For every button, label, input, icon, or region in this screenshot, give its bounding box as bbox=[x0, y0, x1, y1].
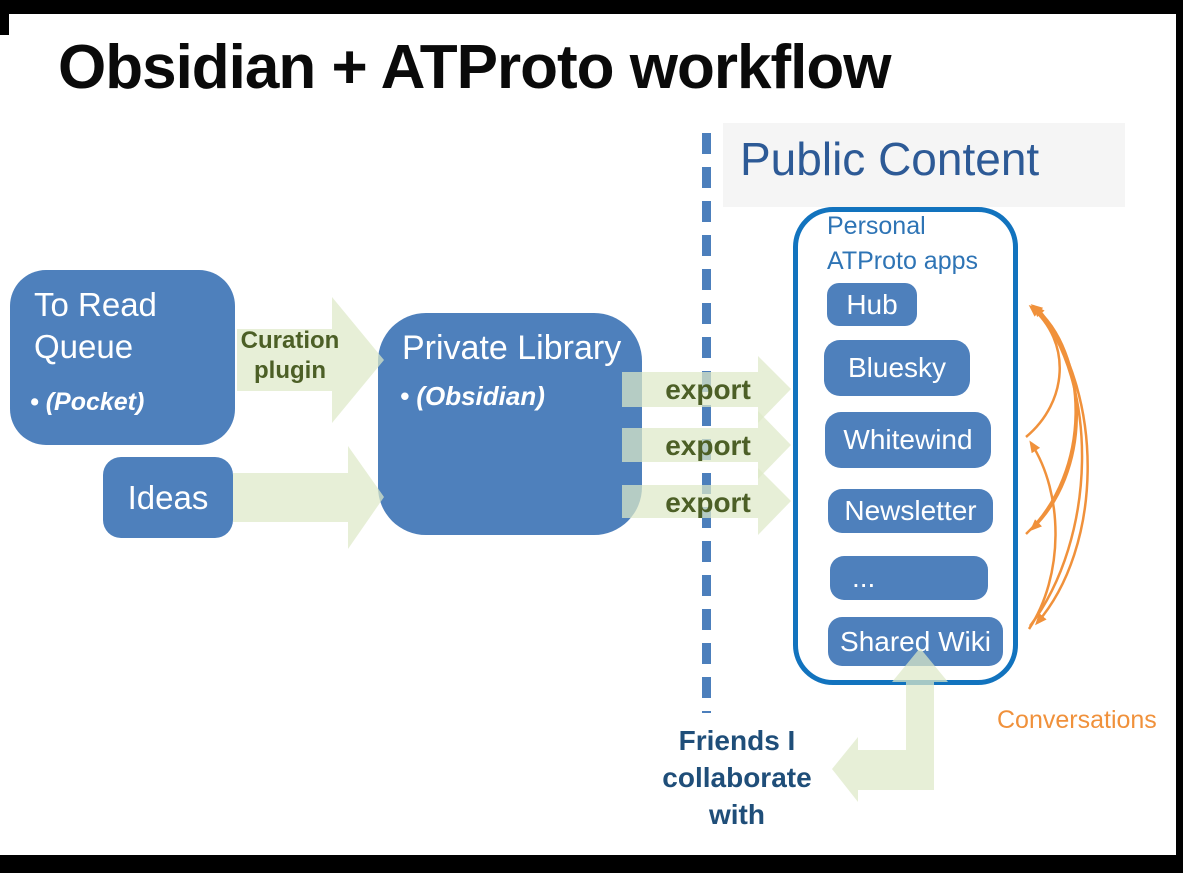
conversation-curve-2 bbox=[1025, 304, 1077, 535]
ideas-box: Ideas bbox=[103, 457, 233, 538]
to-read-queue-box: To Read Queue • (Pocket) bbox=[10, 270, 235, 445]
app-newsletter: Newsletter bbox=[828, 489, 993, 533]
conversation-curve-4 bbox=[1029, 304, 1084, 627]
export-label-2: export bbox=[665, 430, 751, 461]
container-label-line2: ATProto apps bbox=[827, 247, 979, 275]
frame-border-bottom bbox=[0, 855, 1183, 873]
app-ellipsis: ... bbox=[830, 556, 988, 600]
ideas-arrow bbox=[233, 446, 384, 549]
conversation-curve-1 bbox=[1025, 305, 1061, 438]
personal-atproto-apps-label: Personal ATProto apps bbox=[827, 209, 978, 279]
frame-border-right bbox=[1176, 0, 1183, 873]
export-label-3: export bbox=[665, 487, 751, 518]
private-library-bullet: • (Obsidian) bbox=[400, 381, 545, 411]
ideas-label: Ideas bbox=[127, 478, 209, 516]
friends-collaborate-label: Friends I collaborate with bbox=[628, 722, 846, 833]
friends-line1: Friends I bbox=[678, 725, 796, 756]
container-label-line1: Personal bbox=[827, 212, 926, 240]
export-label-1: export bbox=[665, 374, 751, 405]
private-library-title: Private Library bbox=[402, 329, 622, 367]
friends-line3: with bbox=[709, 799, 765, 830]
frame-border-corner bbox=[0, 14, 9, 35]
curation-label-line2: plugin bbox=[254, 357, 326, 384]
conversation-curve-5 bbox=[1035, 310, 1089, 626]
to-read-queue-title: To Read Queue bbox=[34, 286, 157, 365]
app-bluesky: Bluesky bbox=[824, 340, 970, 396]
to-read-queue-bullet: • (Pocket) bbox=[30, 388, 145, 416]
conversation-curve-3 bbox=[1029, 308, 1078, 532]
conversations-label: Conversations bbox=[997, 706, 1157, 734]
conversation-curve-6 bbox=[1027, 440, 1057, 630]
curation-plugin-label: Curation plugin bbox=[235, 326, 345, 386]
app-shared-wiki: Shared Wiki bbox=[828, 617, 1003, 666]
slide-title: Obsidian + ATProto workflow bbox=[58, 33, 891, 102]
private-library-box: Private Library • (Obsidian) bbox=[378, 313, 642, 535]
friends-line2: collaborate bbox=[662, 762, 812, 793]
public-content-band bbox=[723, 123, 1125, 207]
app-whitewind: Whitewind bbox=[825, 412, 991, 468]
app-hub: Hub bbox=[827, 283, 917, 326]
private-public-divider-dashed-line bbox=[702, 133, 711, 713]
public-content-heading: Public Content bbox=[740, 133, 1040, 185]
curation-label-line1: Curation bbox=[240, 327, 340, 354]
conversation-curves bbox=[1025, 304, 1089, 630]
frame-border-top bbox=[0, 0, 1183, 14]
